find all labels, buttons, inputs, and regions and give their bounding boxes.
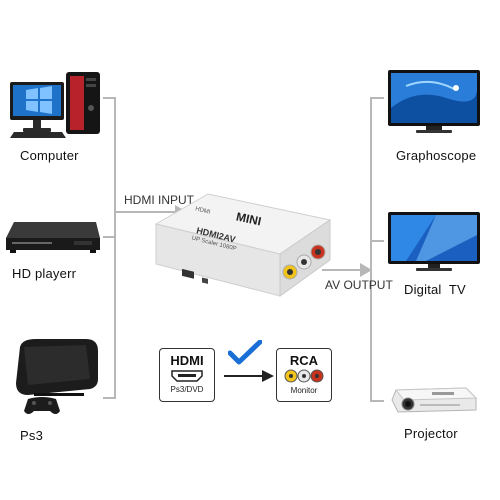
ps3-console-icon <box>16 339 98 414</box>
rca-jacks-icon <box>284 369 324 383</box>
graphoscope-icon <box>388 70 480 133</box>
output-label-projector: Projector <box>404 426 458 441</box>
av-output-label: AV OUTPUT <box>325 278 393 292</box>
hdmi-input-label: HDMI INPUT <box>124 193 194 207</box>
left-vertical-line <box>114 97 116 399</box>
rca-badge: RCA Monitor <box>276 348 332 402</box>
left-connector-hdplayer <box>103 236 116 238</box>
hdmi2av-converter-box <box>154 193 332 297</box>
right-connector-digital-tv <box>370 240 384 242</box>
av-output-arrowhead <box>360 263 372 277</box>
right-connector-graphoscope <box>370 97 384 99</box>
hd-player-icon <box>6 222 100 253</box>
rca-badge-sub: Monitor <box>290 386 318 395</box>
computer-icon <box>10 72 100 138</box>
output-label-digital-tv: Digital TV <box>404 282 466 297</box>
check-icon <box>228 340 262 365</box>
hdmi-input-line <box>114 211 176 213</box>
conversion-arrow-icon <box>224 370 274 382</box>
hdmi-badge: HDMI Ps3/DVD <box>159 348 215 402</box>
hdmi-badge-sub: Ps3/DVD <box>170 385 204 394</box>
hdmi-badge-title: HDMI <box>170 353 204 368</box>
hdmi-port-icon <box>171 370 203 382</box>
projector-icon <box>391 387 478 413</box>
left-connector-ps3 <box>103 397 116 399</box>
right-connector-projector <box>370 400 384 402</box>
left-connector-computer <box>103 97 116 99</box>
digital-tv-icon <box>388 212 480 271</box>
output-label-graphoscope: Graphoscope <box>396 148 477 163</box>
source-label-computer: Computer <box>20 148 79 163</box>
av-output-line <box>322 269 370 271</box>
rca-badge-title: RCA <box>289 353 319 368</box>
source-label-hd-player: HD playerr <box>12 266 77 281</box>
source-label-ps3: Ps3 <box>20 428 44 443</box>
right-vertical-line <box>370 97 372 402</box>
